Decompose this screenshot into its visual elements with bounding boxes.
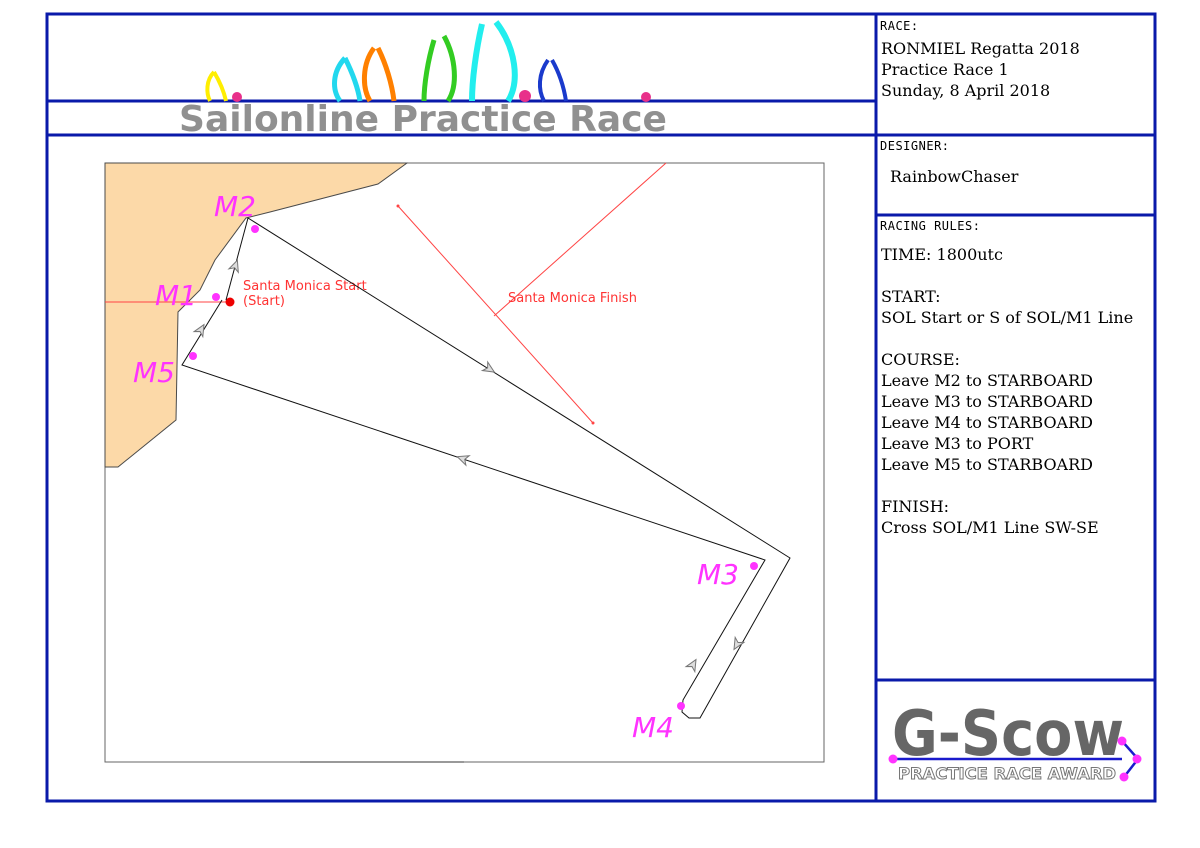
race-line-2: Practice Race 1 xyxy=(881,60,1009,79)
award-dot-top xyxy=(1117,736,1127,746)
arrow-icon xyxy=(480,360,496,373)
mark-m1-label: M1 xyxy=(155,279,197,312)
outer-frame xyxy=(45,12,1157,803)
finish-line-b xyxy=(493,162,667,317)
mark-m5-label: M5 xyxy=(133,356,175,389)
land-area xyxy=(104,162,409,468)
arrow-icon xyxy=(456,455,471,467)
mark-m4-label: M4 xyxy=(632,711,674,744)
finish-dot-b xyxy=(591,421,595,425)
designer-heading: DESIGNER: xyxy=(880,139,950,153)
rules-finish-heading: FINISH: xyxy=(881,497,950,516)
race-heading: RACE: xyxy=(880,19,919,33)
race-line-3: Sunday, 8 April 2018 xyxy=(881,81,1051,100)
finish-dot-a xyxy=(396,204,400,208)
course-route xyxy=(181,217,791,719)
race-line-1: RONMIEL Regatta 2018 xyxy=(881,39,1080,58)
mark-m1-dot xyxy=(212,293,220,301)
course-map: Santa Monica Start (Start) Santa Monica … xyxy=(104,162,825,763)
sail-cyan-small-icon xyxy=(332,56,363,103)
award-dot-right xyxy=(1132,754,1142,764)
arrow-icon xyxy=(684,658,697,674)
sail-cyan-large-icon xyxy=(469,20,518,103)
arrow-icon xyxy=(733,635,746,651)
mark-m4-dot xyxy=(677,702,685,710)
arrow-icon xyxy=(227,259,239,274)
banner-dot-2 xyxy=(519,90,531,102)
rules-course-item: Leave M2 to STARBOARD xyxy=(881,371,1093,390)
rules-course-heading: COURSE: xyxy=(881,350,960,369)
rules-course-item: Leave M3 to PORT xyxy=(881,434,1034,453)
rules-heading: RACING RULES: xyxy=(880,219,981,233)
banner-dot-1 xyxy=(232,92,242,102)
start-sublabel: (Start) xyxy=(243,294,285,309)
start-label: Santa Monica Start xyxy=(243,279,367,294)
rules-time: TIME: 1800utc xyxy=(881,245,1003,264)
rules-course-item: Leave M5 to STARBOARD xyxy=(881,455,1093,474)
mark-m3-dot xyxy=(750,562,758,570)
designer-name: RainbowChaser xyxy=(890,167,1019,186)
rules-course-item: Leave M4 to STARBOARD xyxy=(881,413,1093,432)
award-subtitle: PRACTICE RACE AWARD xyxy=(898,764,1116,783)
award-dot-left xyxy=(888,754,898,764)
award-dot-bottom xyxy=(1119,772,1129,782)
sail-orange-icon xyxy=(362,46,397,103)
start-point xyxy=(225,297,235,307)
header-banner: Sailonline Practice Race xyxy=(47,20,876,140)
sail-green-icon xyxy=(421,34,457,103)
mark-m5-dot xyxy=(189,352,197,360)
sail-blue-icon xyxy=(537,58,568,102)
finish-label: Santa Monica Finish xyxy=(508,291,637,306)
banner-dot-3 xyxy=(641,92,651,102)
award-logo: G-Scow PRACTICE RACE AWARD xyxy=(888,697,1142,784)
mark-m3-label: M3 xyxy=(697,558,739,591)
rules-finish-text: Cross SOL/M1 Line SW-SE xyxy=(881,518,1099,537)
arrow-icon xyxy=(192,323,205,339)
rules-start-text: SOL Start or S of SOL/M1 Line xyxy=(881,308,1134,327)
rules-course-item: Leave M3 to STARBOARD xyxy=(881,392,1093,411)
mark-m2-dot xyxy=(251,225,259,233)
rules-start-heading: START: xyxy=(881,287,941,306)
mark-m2-label: M2 xyxy=(214,190,256,223)
sail-yellow-icon xyxy=(205,70,228,102)
banner-title: Sailonline Practice Race xyxy=(179,99,667,140)
